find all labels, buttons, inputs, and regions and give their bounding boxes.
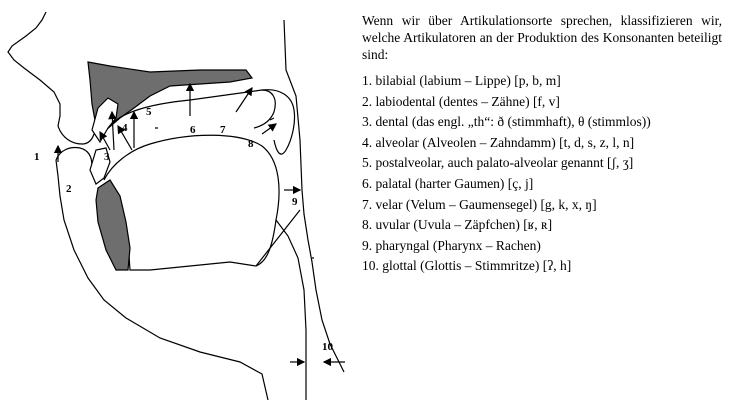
lower-lip (55, 146, 93, 167)
tongue (103, 134, 280, 267)
arrow-4b (117, 124, 133, 151)
lower-teeth (89, 147, 111, 185)
label-4: 4 (122, 122, 128, 134)
list-item: 5. postalveolar, auch palato-alveolar ge… (362, 155, 634, 171)
label-5: 5 (146, 106, 152, 118)
jaw-bone (95, 179, 131, 271)
arrow-7 (235, 87, 253, 113)
list-item: 1. bilabial (labium – Lippe) [p, b, m] (362, 73, 561, 88)
pharynx-wall (275, 219, 307, 400)
label-6: 6 (190, 124, 196, 136)
label-7: 7 (220, 124, 226, 136)
label-10: 10 (322, 341, 334, 353)
palate-ticks (155, 117, 314, 259)
label-2: 2 (66, 183, 72, 195)
label-1: 1 (34, 151, 40, 163)
places-of-articulation-list: 1. bilabial (labium – Lippe) [p, b, m] 2… (362, 71, 722, 277)
list-item: 8. uvular (Uvula – Zäpfchen) [ʁ, ʀ] (362, 217, 553, 233)
label-3: 3 (104, 151, 110, 163)
nasal-cavity (87, 61, 254, 131)
arrow-3 (99, 130, 111, 151)
face-profile-upper (7, 11, 61, 127)
arrow-8 (261, 123, 277, 135)
list-item: 3. dental (das engl. „th“: ð (stimmhaft)… (362, 114, 651, 130)
list-item: 7. velar (Velum – Gaumensegel) [g, k, x,… (362, 196, 597, 212)
label-8: 8 (248, 138, 254, 150)
face-profile-lower (55, 159, 269, 401)
pharynx-front (301, 189, 345, 373)
list-item: 2. labiodental (dentes – Zähne) [f, v] (362, 93, 560, 109)
list-item: 10. glottal (Glottis – Stimmritze) [ʔ, h… (362, 258, 572, 274)
hard-palate (107, 89, 276, 129)
label-9: 9 (292, 196, 298, 208)
mandible (109, 185, 301, 271)
arrow-4 (108, 110, 117, 151)
list-item: 9. pharyngal (Pharynx – Rachen) (362, 237, 541, 253)
upper-lip (57, 125, 95, 145)
text-panel: Wenn wir über Artikulationsorte sprechen… (362, 12, 722, 277)
intro-paragraph: Wenn wir über Artikulationsorte sprechen… (362, 13, 722, 62)
list-item: 4. alveolar (Alveolen – Zahndamm) [t, d,… (362, 134, 635, 150)
velum (261, 89, 296, 155)
list-item: 6. palatal (harter Gaumen) [ç, j] (362, 175, 534, 191)
skull-back (283, 19, 303, 191)
vocal-tract-diagram: 1 2 3 4 5 6 7 8 9 10 (7, 11, 345, 401)
